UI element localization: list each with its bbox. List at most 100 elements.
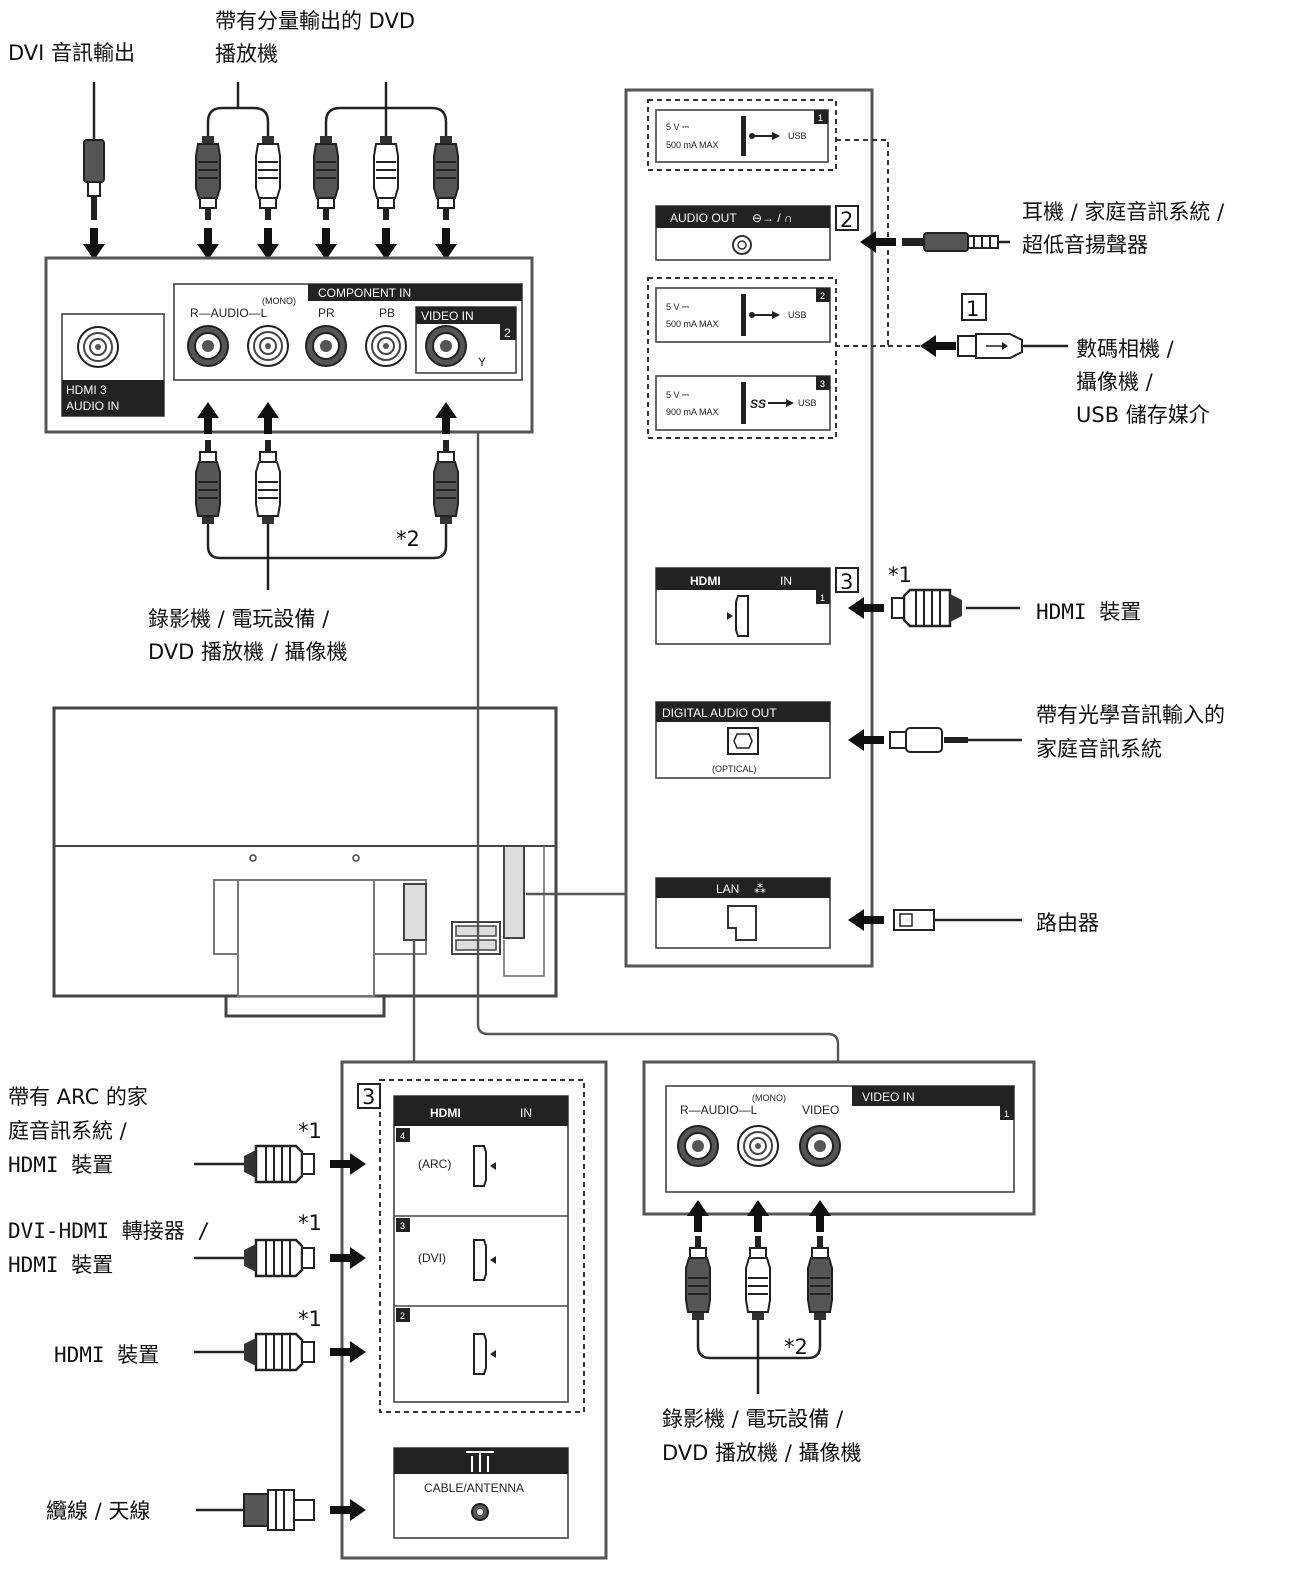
- rca-plug-icon: [255, 135, 281, 221]
- label-hdmi-device-right: HDMI 裝置: [1036, 600, 1141, 624]
- lan-plug-icon: [893, 909, 935, 931]
- usb1-number: 1: [818, 113, 823, 123]
- network-icon: ⁂: [754, 882, 766, 896]
- label-camera-3: USB 儲存媒介: [1076, 403, 1210, 427]
- hdmi-port-4[interactable]: [473, 1145, 487, 1187]
- down-arrow-icon: [375, 228, 397, 260]
- usb-plug-icon: [957, 333, 1023, 359]
- label-vcr-top-1: 錄影機 / 電玩設備 /: [148, 607, 330, 631]
- label-cable-antenna: 纜線 / 天線: [46, 1499, 150, 1523]
- audio-l-jack[interactable]: [247, 325, 289, 367]
- hdmi-plug-icon: [242, 1144, 316, 1184]
- audio-r-jack[interactable]: [187, 325, 229, 367]
- side-right-slot: [503, 845, 525, 939]
- footnote-1-a: *1: [298, 1119, 322, 1143]
- label-camera-1: 數碼相機 /: [1076, 337, 1175, 361]
- video-jack-bottom[interactable]: [799, 1125, 841, 1167]
- down-arrow-icon: [257, 228, 279, 260]
- digital-audio-out-label: DIGITAL AUDIO OUT: [662, 706, 777, 720]
- label-arc-1: 帶有 ARC 的家: [8, 1085, 148, 1109]
- rca-plug-icon: [373, 135, 399, 221]
- pb-jack[interactable]: [365, 325, 407, 367]
- lan-port[interactable]: [727, 905, 757, 941]
- label-vcr-top-2: DVD 播放機 / 攝像機: [148, 640, 347, 664]
- audio-r-jack-bottom[interactable]: [677, 1125, 719, 1167]
- usb-icon: [768, 399, 794, 407]
- mono-label: (MONO): [262, 296, 296, 306]
- down-arrow-icon: [83, 228, 105, 260]
- hdmi1-number: 1: [820, 593, 825, 603]
- headphone-plug-icon: [902, 232, 999, 252]
- label-vcr-bottom-1: 錄影機 / 電玩設備 /: [662, 1407, 844, 1431]
- usb1-spec-b: 500 mA MAX: [666, 140, 719, 150]
- usb2-spec-b: 500 mA MAX: [666, 319, 719, 329]
- label-optical-1: 帶有光學音訊輸入的: [1036, 703, 1225, 727]
- usb3-label: USB: [798, 398, 817, 408]
- usb2-spec-a: 5 V ⎓: [666, 302, 689, 312]
- footnote-2-bottom: *2: [784, 1335, 808, 1359]
- video-label: VIDEO: [802, 1103, 839, 1117]
- mini-plug-icon: [83, 139, 105, 220]
- component-audio-cable: [206, 82, 270, 140]
- hdmi-dashed-group: [379, 1079, 585, 1413]
- label-camera-2: 攝像機 /: [1076, 370, 1154, 394]
- rca-plug-icon: [313, 135, 339, 221]
- video-in-label: VIDEO IN: [421, 309, 474, 323]
- r-audio-l-label: R—AUDIO—L: [190, 306, 268, 320]
- video-in-number-bottom: 1: [1004, 1109, 1009, 1119]
- component-in-label: COMPONENT IN: [318, 286, 411, 300]
- usb3-spec-a: 5 V ⎓: [666, 390, 689, 400]
- hdmi-logo: HDMI: [690, 574, 721, 588]
- footnote-1-b: *1: [298, 1211, 322, 1235]
- vcr-top-cable: [206, 524, 448, 590]
- audio-l-jack-bottom[interactable]: [737, 1125, 779, 1167]
- label-router: 路由器: [1036, 911, 1099, 935]
- label-hdmi-device-left: HDMI 裝置: [54, 1343, 159, 1367]
- footnote-1-c: *1: [298, 1307, 322, 1331]
- cable-antenna-label: CABLE/ANTENNA: [424, 1481, 524, 1495]
- label-dvd-component-2: 播放機: [215, 42, 278, 66]
- hdmi-logo-bottom: HDMI: [430, 1106, 461, 1120]
- hdmi-in-label: IN: [780, 574, 792, 588]
- arc-label: (ARC): [418, 1157, 451, 1171]
- usb23-dashed-group: [647, 277, 837, 439]
- usb-icon: [749, 132, 780, 140]
- label-headphone-2: 超低音揚聲器: [1022, 233, 1148, 257]
- hdmi4-number: 4: [400, 1131, 405, 1141]
- hdmi-port-2[interactable]: [473, 1333, 487, 1375]
- usb2-label: USB: [788, 310, 807, 320]
- down-arrow-icon: [197, 228, 219, 260]
- optical-label: (OPTICAL): [712, 764, 757, 774]
- label-dvd-component-1: 帶有分量輸出的 DVD: [215, 9, 415, 33]
- usb3-spec-b: 900 mA MAX: [666, 407, 719, 417]
- component-video-cable: [324, 82, 448, 140]
- hdmi-in-label-bottom: IN: [520, 1106, 532, 1120]
- down-arrow-icon: [435, 228, 457, 260]
- hdmi3-audio-in-label-2: AUDIO IN: [66, 399, 119, 413]
- y-label: Y: [478, 355, 486, 369]
- hdmi-port-3[interactable]: [473, 1239, 487, 1281]
- label-arc-3: HDMI 裝置: [8, 1153, 113, 1177]
- label-arc-2: 庭音訊系統 /: [8, 1119, 128, 1143]
- hdmi3-audio-jack[interactable]: [77, 326, 119, 368]
- leader-video-in: [476, 430, 840, 1062]
- hdmi-plug-icon: [242, 1332, 316, 1372]
- hdmi-plug-icon: [242, 1238, 316, 1278]
- callout-1-usb: 1: [966, 297, 979, 321]
- ss-usb-icon: SS: [750, 397, 766, 411]
- coax-plug-icon: [243, 1489, 315, 1531]
- optical-plug-icon: [889, 727, 968, 753]
- label-headphone-1: 耳機 / 家庭音訊系統 /: [1022, 200, 1225, 224]
- label-vcr-bottom-2: DVD 播放機 / 攝像機: [662, 1441, 861, 1465]
- hdmi-port-1[interactable]: [735, 595, 749, 637]
- label-dvi-audio-out: DVI 音訊輸出: [8, 41, 135, 65]
- callout-2-audio: 2: [840, 208, 853, 232]
- video-y-jack[interactable]: [425, 325, 467, 367]
- pr-jack[interactable]: [305, 325, 347, 367]
- mono-label-bottom: (MONO): [752, 1093, 786, 1103]
- callout-3-hdmi: 3: [840, 570, 853, 594]
- video-in-number: 2: [504, 326, 511, 340]
- callout-3-bottom: 3: [362, 1085, 375, 1109]
- down-arrow-icon: [315, 228, 337, 260]
